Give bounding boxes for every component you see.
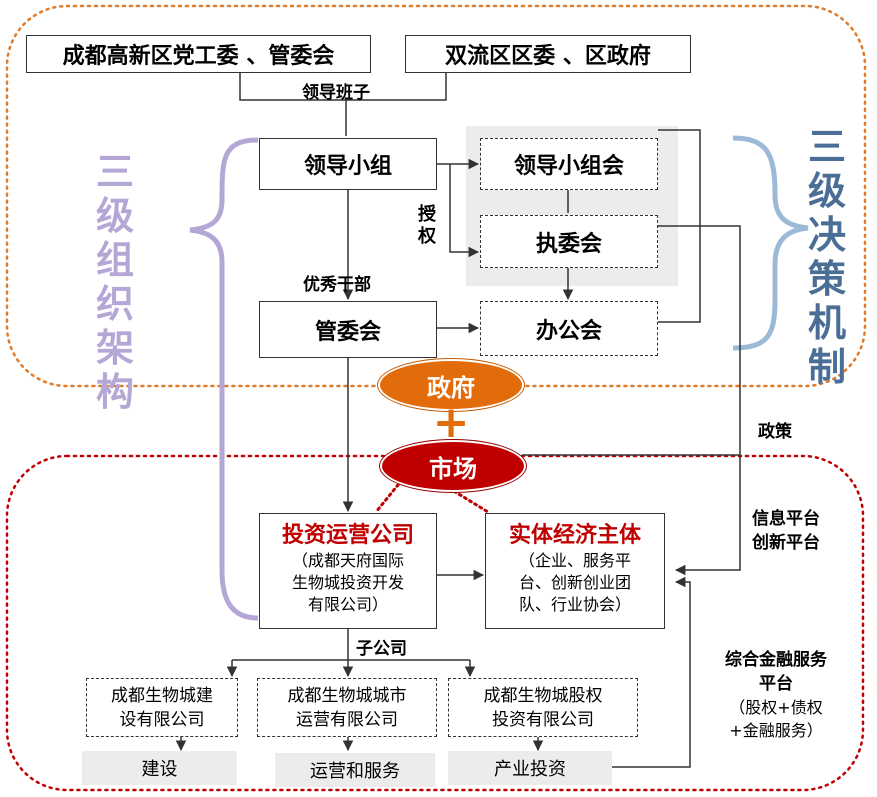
- investment-company-box: 投资运营公司 （成都天府国际 生物城投资开发 有限公司）: [259, 513, 437, 629]
- district-government-label: 双流区区委 、区政府: [445, 44, 651, 69]
- right-title-char: 决: [808, 213, 847, 257]
- subsidiary-line: 投资有限公司: [492, 709, 594, 730]
- leading-group-label: 领导小组: [303, 154, 392, 179]
- district-government-box: 双流区区委 、区政府: [405, 35, 691, 73]
- leading-group-meeting-box: 领导小组会: [480, 138, 658, 190]
- finance-platform-title-line: 平台: [759, 674, 793, 694]
- office-meeting-box: 办公会: [480, 301, 658, 356]
- subsidiary-line: 成都生物城股权: [483, 685, 603, 706]
- subsidiary-line: 运营有限公司: [296, 709, 398, 730]
- management-committee-label: 管委会: [314, 319, 381, 345]
- plus-sign: +: [432, 397, 470, 448]
- market-label: 市场: [429, 454, 477, 483]
- investment-company-detail-line: 生物城投资开发: [291, 573, 404, 592]
- policy-label: 政策: [758, 422, 792, 442]
- right-vertical-title: 三 级 决 策 机 制: [808, 125, 846, 389]
- output-construction: 建设: [82, 751, 237, 785]
- investment-company-title: 投资运营公司: [281, 523, 414, 548]
- lower-region-border: [5, 454, 865, 792]
- output-industry-investment: 产业投资: [448, 751, 612, 785]
- finance-platform-detail-line: +金融服务）: [729, 721, 823, 740]
- left-brace: [189, 137, 259, 621]
- investment-company-detail-line: （成都天府国际: [291, 551, 404, 570]
- entity-economy-detail-line: 队、行业协会）: [518, 595, 631, 614]
- right-title-char: 三: [808, 125, 847, 169]
- lead-team-label: 领导班子: [302, 83, 370, 103]
- right-title-char: 制: [808, 345, 847, 389]
- right-title-char: 机: [808, 301, 847, 345]
- executive-committee-box: 执委会: [480, 215, 658, 268]
- info-platform-line: 信息平台: [752, 509, 820, 529]
- investment-company-detail-line: 有限公司）: [307, 595, 388, 614]
- entity-economy-detail-line: 台、创新创业团: [518, 573, 631, 592]
- entity-economy-title: 实体经济主体: [508, 523, 641, 548]
- subsidiary-line: 设有限公司: [119, 709, 205, 730]
- leading-group-box: 领导小组: [259, 138, 437, 190]
- info-platform-label: 信息平台 创新平台: [752, 507, 820, 555]
- finance-platform-detail-line: （股权+债权: [729, 698, 823, 717]
- left-vertical-title: 三 级 组 织 架 构: [96, 150, 134, 414]
- government-ellipse: 政府: [378, 359, 524, 411]
- right-title-char: 策: [808, 257, 847, 301]
- office-meeting-label: 办公会: [535, 318, 602, 344]
- left-title-char: 级: [96, 194, 135, 238]
- subsidiary-line: 成都生物城建: [111, 685, 213, 706]
- left-title-char: 组: [96, 238, 135, 282]
- subsidiary-operation-box: 成都生物城城市 运营有限公司: [257, 678, 437, 737]
- entity-economy-detail-line: （企业、服务平: [518, 551, 631, 570]
- left-title-char: 架: [96, 326, 135, 370]
- party-committee-box: 成都高新区党工委 、管委会: [26, 35, 371, 73]
- management-committee-box: 管委会: [259, 301, 437, 358]
- executive-committee-label: 执委会: [535, 231, 602, 257]
- output-operation-service: 运营和服务: [275, 753, 435, 787]
- left-title-char: 织: [96, 282, 135, 326]
- left-title-char: 三: [96, 150, 135, 194]
- leading-group-meeting-label: 领导小组会: [513, 154, 624, 179]
- excellent-cadres-label: 优秀干部: [303, 275, 371, 295]
- innovation-platform-line: 创新平台: [752, 533, 820, 553]
- right-brace: [732, 135, 809, 351]
- right-title-char: 级: [808, 169, 847, 213]
- government-label: 政府: [427, 373, 475, 402]
- left-title-char: 构: [96, 370, 135, 414]
- market-ellipse: 市场: [380, 440, 526, 492]
- party-committee-label: 成都高新区党工委 、管委会: [62, 44, 335, 69]
- authorize-label: 授权: [418, 204, 436, 247]
- subsidiary-label: 子公司: [356, 639, 407, 659]
- entity-economy-box: 实体经济主体 （企业、服务平 台、创新创业团 队、行业协会）: [485, 513, 665, 629]
- finance-platform-label: 综合金融服务 平台 （股权+债权 +金融服务）: [696, 648, 856, 742]
- finance-platform-title-line: 综合金融服务: [725, 650, 827, 670]
- subsidiary-line: 成都生物城城市: [287, 685, 407, 706]
- subsidiary-investment-box: 成都生物城股权 投资有限公司: [448, 678, 638, 737]
- subsidiary-construction-box: 成都生物城建 设有限公司: [86, 678, 238, 737]
